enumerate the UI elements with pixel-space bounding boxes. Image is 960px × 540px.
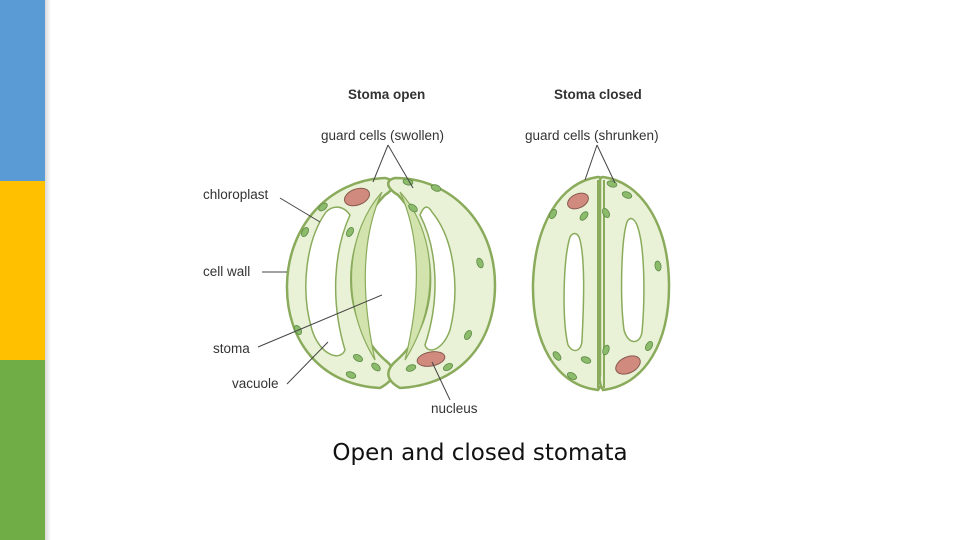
chloroplast [300, 227, 310, 237]
leader-line-vacuole [286, 341, 329, 385]
closed-left-vacuole [563, 232, 585, 352]
accent-bar-green [0, 360, 45, 540]
closed-nucleus-left [567, 192, 589, 210]
leader-line-chloroplast [279, 197, 321, 223]
leader-line-stoma [257, 294, 383, 348]
chloroplast [602, 344, 610, 356]
sidebar-shadow [45, 0, 51, 540]
leader-lines [257, 144, 616, 401]
label-guard-cells-shrunken: guard cells (shrunken) [525, 128, 659, 143]
accent-sidebar [0, 0, 52, 540]
open-right-inner-wall [399, 191, 431, 361]
chloroplast [408, 203, 418, 213]
chloroplast [644, 341, 654, 351]
label-nucleus: nucleus [431, 401, 478, 416]
chloroplast [318, 202, 328, 212]
slide-caption: Open and closed stomata [332, 440, 628, 466]
chloroplast [353, 353, 363, 363]
label-cell-wall: cell wall [203, 264, 250, 279]
chloroplast [548, 209, 558, 219]
chloroplast [345, 227, 355, 237]
open-stoma [285, 176, 497, 390]
leader-line-nucleus [431, 361, 451, 401]
chloroplast [567, 371, 577, 381]
open-nucleus-right [416, 351, 446, 367]
open-left-inner-wall [350, 191, 383, 361]
chloroplast [580, 356, 592, 364]
stomata-diagram: Stoma open Stoma closed [203, 87, 671, 416]
chloroplast [476, 257, 484, 269]
chloroplast [463, 330, 473, 340]
leader-line-guard-closed-left [584, 144, 598, 181]
title-stoma-open: Stoma open [348, 87, 425, 102]
open-left-vacuole [305, 206, 351, 357]
leader-line-guard-open-right [387, 144, 414, 189]
chloroplast [430, 184, 442, 192]
chloroplast [345, 371, 357, 379]
accent-bar-yellow [0, 181, 45, 360]
closed-stoma [531, 175, 671, 392]
label-guard-cells-swollen: guard cells (swollen) [321, 128, 444, 143]
closed-chloroplasts [548, 180, 662, 381]
open-right-vacuole [419, 206, 456, 351]
accent-bar-blue [0, 0, 45, 181]
chloroplast [601, 208, 611, 218]
closed-nucleus-right [615, 355, 641, 375]
chloroplast [621, 191, 633, 199]
chloroplast [579, 211, 589, 221]
chloroplast [443, 362, 453, 372]
chloroplast [405, 364, 417, 372]
leader-line-guard-closed-right [596, 144, 616, 184]
label-vacuole: vacuole [232, 376, 279, 391]
leader-line-guard-open-left [372, 144, 389, 183]
chloroplast [552, 351, 562, 361]
chloroplast [371, 362, 381, 372]
closed-right-vacuole [620, 217, 645, 343]
chloroplast [654, 260, 662, 272]
open-nucleus-left [343, 187, 371, 207]
open-chloroplasts [293, 178, 484, 379]
label-stoma: stoma [213, 341, 250, 356]
title-stoma-closed: Stoma closed [554, 87, 642, 102]
label-chloroplast: chloroplast [203, 187, 269, 202]
